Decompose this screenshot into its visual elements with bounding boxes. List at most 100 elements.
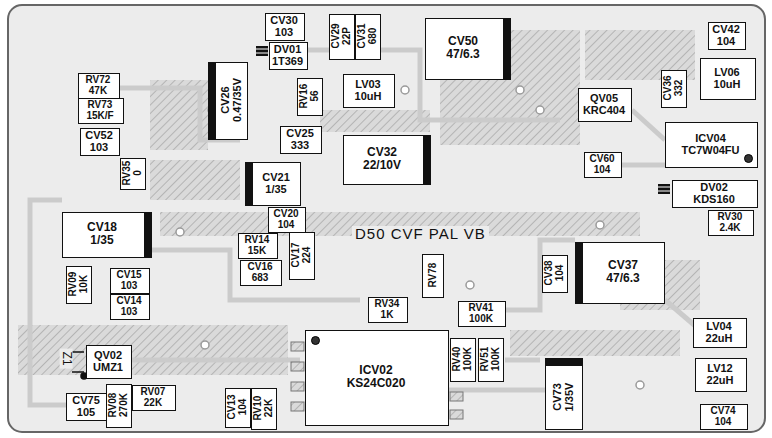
designator-label: CV14 xyxy=(116,295,141,306)
component-box: LV0422uH xyxy=(693,318,747,348)
designator-label: CV29 xyxy=(330,23,341,48)
component-box: CV3222/10V xyxy=(343,135,431,185)
component-text: ICV04TC7W04FU xyxy=(681,132,739,156)
component-box: DV02KDS160 xyxy=(672,180,758,208)
value-label: 47/6.3 xyxy=(446,48,479,61)
component-text: RV40100K xyxy=(451,347,473,372)
silkscreen-label: Z1 xyxy=(59,349,72,369)
component-text: CV31680 xyxy=(356,23,378,48)
component-text: CV260.47/35V xyxy=(219,78,243,122)
component-text: CV42104 xyxy=(712,23,740,47)
designator-label: CV50 xyxy=(446,35,479,48)
component-text: RV0722K xyxy=(141,386,166,408)
designator-label: RV73 xyxy=(86,99,113,110)
value-label: 47/6.3 xyxy=(606,272,639,285)
value-label: 103 xyxy=(116,280,141,291)
component-text: RV1022K xyxy=(252,396,274,421)
designator-label: CV37 xyxy=(606,259,639,272)
value-label: 100K xyxy=(462,347,473,372)
component-box: CV42104 xyxy=(708,22,746,50)
designator-label: LV06 xyxy=(714,66,741,78)
polarity-bar xyxy=(546,359,582,366)
component-box: CV38104 xyxy=(542,255,568,293)
designator-label: CV75 xyxy=(72,394,100,406)
component-box: CV13104 xyxy=(225,388,251,428)
value-label: UMZ1 xyxy=(93,361,123,373)
component-text: CV17224 xyxy=(290,242,312,267)
designator-label: RV40 xyxy=(451,347,462,372)
component-text: RV302.4K xyxy=(718,211,743,233)
component-text: RV341K xyxy=(375,298,400,320)
component-text: CV16683 xyxy=(247,261,272,283)
value-label: 104 xyxy=(712,35,740,47)
value-label: KDS160 xyxy=(693,193,735,205)
component-box: CV181/35 xyxy=(62,212,152,258)
designator-label: RV35 xyxy=(121,161,132,186)
component-text: RV0910K xyxy=(67,272,89,297)
value-label: 224 xyxy=(301,242,312,267)
value-label: 1/35V xyxy=(563,383,575,412)
component-text: RV1415K xyxy=(245,234,270,256)
component-text: CV25333 xyxy=(286,127,314,151)
component-box: CV31680 xyxy=(355,14,381,60)
designator-label: LV12 xyxy=(707,362,734,374)
designator-label: CV31 xyxy=(356,23,367,48)
component-text: CV2922P xyxy=(330,23,352,48)
value-label: KRC404 xyxy=(583,104,625,116)
component-box: CV3747/6.3 xyxy=(575,242,665,304)
component-text: CV36332 xyxy=(662,75,684,100)
component-box: CV15103 xyxy=(110,268,150,294)
component-text: CV20104 xyxy=(273,208,298,230)
designator-label: CV16 xyxy=(247,261,272,272)
component-text: CV731/35V xyxy=(551,383,575,412)
component-text: LV1222uH xyxy=(707,362,734,386)
component-text: RV1656 xyxy=(298,84,320,109)
designator-label: CV18 xyxy=(87,221,117,234)
component-text: ICV02KS24C020 xyxy=(347,364,406,390)
component-box: LV0310uH xyxy=(343,74,395,108)
value-label: 0.47/35V xyxy=(231,78,243,122)
value-label: 15K xyxy=(245,245,270,256)
board-outline xyxy=(8,5,765,432)
designator-label: DV02 xyxy=(693,181,735,193)
component-box: RV41100K xyxy=(458,301,506,327)
component-text: CV38104 xyxy=(543,260,565,285)
value-label: 104 xyxy=(273,219,298,230)
component-text: CV74104 xyxy=(710,405,735,427)
polarity-bar xyxy=(144,213,151,257)
component-box: CV36332 xyxy=(661,70,687,108)
copper-area xyxy=(18,30,700,375)
value-label: 104 xyxy=(710,416,735,427)
designator-label: DV01 xyxy=(272,43,303,55)
component-box: CV17224 xyxy=(289,232,315,280)
component-text: CV75105 xyxy=(72,394,100,418)
transistor-pin xyxy=(72,352,87,379)
polarity-bar xyxy=(209,63,216,139)
value-label: 270K xyxy=(118,393,129,418)
pin1-marker xyxy=(744,154,753,163)
designator-label: CV17 xyxy=(290,242,301,267)
component-box: RV302.4K xyxy=(708,210,754,236)
component-box: CV75105 xyxy=(66,393,108,421)
component-box: CV16683 xyxy=(240,260,282,286)
designator-label: QV05 xyxy=(583,92,625,104)
value-label: 104 xyxy=(589,164,614,175)
component-box: QV02UMZ1 xyxy=(86,345,132,379)
designator-label: CV73 xyxy=(551,383,563,412)
value-label: 683 xyxy=(247,272,272,283)
component-text: RV7315K/F xyxy=(86,99,113,121)
component-text: CV52103 xyxy=(85,129,113,153)
designator-label: RV09 xyxy=(67,272,78,297)
value-label: 0 xyxy=(132,161,143,186)
component-box: CV52103 xyxy=(80,128,120,156)
designator-label: CV13 xyxy=(226,394,237,419)
component-box: LV1222uH xyxy=(695,358,747,392)
component-text: LV0310uH xyxy=(355,78,382,102)
component-box: CV260.47/35V xyxy=(208,62,248,140)
value-label: 104 xyxy=(554,260,565,285)
component-box: RV7247K xyxy=(78,73,120,99)
value-label: 1T369 xyxy=(272,55,303,67)
board-label: D50 CVF PAL VB xyxy=(352,226,489,243)
component-text: CV15103 xyxy=(116,269,141,291)
value-label: 332 xyxy=(673,75,684,100)
